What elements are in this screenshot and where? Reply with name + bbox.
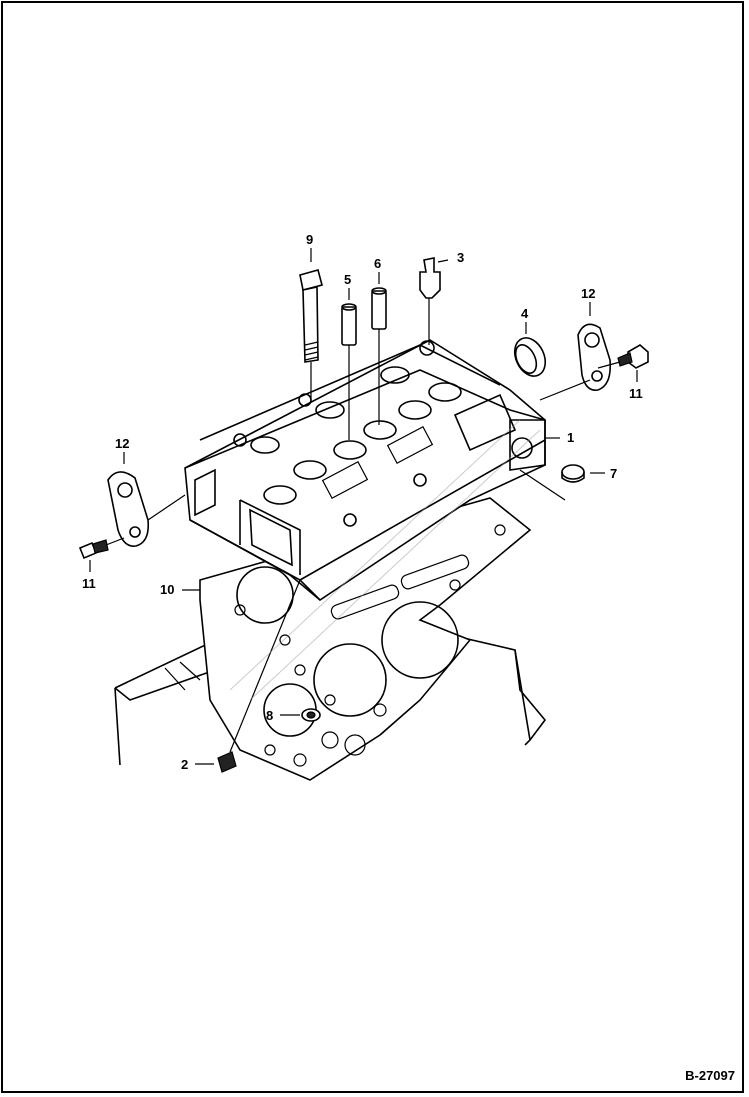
flange-bolt-right	[597, 344, 649, 369]
callout-10: 10	[160, 582, 174, 597]
callout-2: 2	[181, 757, 188, 772]
callout-labels: 9 5 6 3 4 12 11 1 7 12 11 10 8 2	[82, 232, 643, 772]
glow-plug	[419, 257, 441, 345]
cylinder-head	[184, 339, 546, 601]
watermark	[229, 419, 541, 701]
callout-8: 8	[266, 708, 273, 723]
plug	[519, 464, 585, 501]
leader-lines	[89, 248, 638, 765]
flange-plate-right	[539, 323, 612, 401]
callout-12-right: 12	[581, 286, 595, 301]
callout-3: 3	[457, 250, 464, 265]
valve-guide-2	[371, 287, 387, 425]
callout-11-left: 11	[82, 576, 96, 591]
callout-6: 6	[374, 256, 381, 271]
flange-bolt-left	[78, 537, 125, 560]
seal-ring	[513, 337, 547, 377]
callout-11-right: 11	[629, 386, 643, 401]
callout-7: 7	[610, 466, 617, 481]
dowel-pin	[301, 708, 321, 722]
valve-guide	[341, 303, 357, 440]
callout-1: 1	[567, 430, 574, 445]
callout-4: 4	[521, 306, 529, 321]
head-bolt	[299, 269, 323, 400]
callout-9: 9	[306, 232, 313, 247]
flange-plate-left	[107, 471, 186, 547]
drawing-code: B-27097	[685, 1068, 735, 1083]
stud	[217, 579, 301, 773]
callout-12-left: 12	[115, 436, 129, 451]
callout-5: 5	[344, 272, 351, 287]
